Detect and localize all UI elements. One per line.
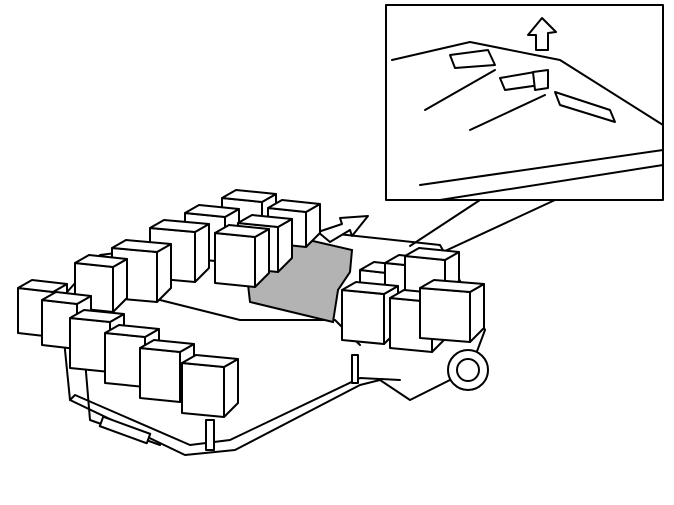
relay-icon	[214, 224, 270, 288]
mount-hole	[456, 358, 480, 382]
up-arrow-icon	[317, 215, 369, 243]
callout-line	[429, 199, 556, 259]
latch-slot	[98, 415, 152, 445]
relay-icon	[419, 279, 485, 343]
latch-tab	[205, 419, 215, 451]
latch-tab	[351, 354, 359, 384]
detail-inset	[385, 4, 664, 201]
clip-slot	[554, 91, 616, 123]
clip-tab	[532, 69, 549, 91]
relay-icon	[69, 309, 125, 373]
clip-line	[424, 69, 496, 111]
relays	[17, 189, 485, 418]
clip-slot	[449, 49, 496, 69]
callout-line	[409, 199, 481, 247]
relay-icon	[74, 254, 128, 313]
relay-icon	[181, 354, 239, 418]
up-arrow-icon	[527, 17, 557, 51]
clip-line	[469, 94, 546, 131]
